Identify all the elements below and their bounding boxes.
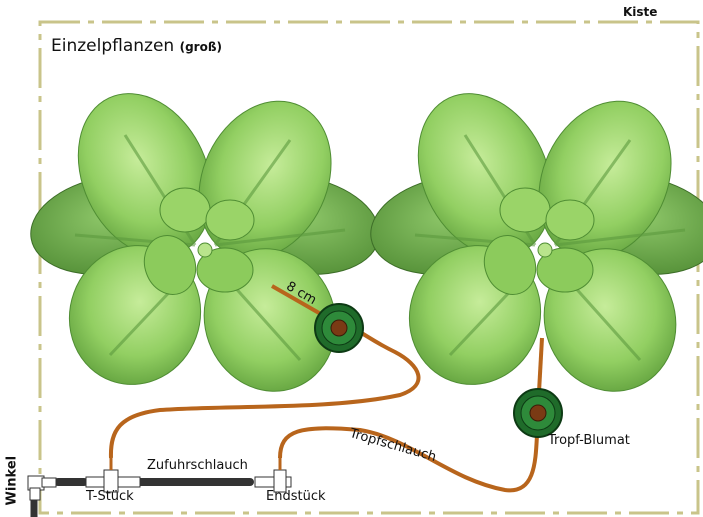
end-piece-label: Endstück [266, 489, 326, 504]
angle-label: Winkel [5, 466, 20, 506]
drip-device-label: Tropf-Blumat [548, 433, 630, 448]
box-label: Kiste [623, 5, 657, 19]
dripper-right [514, 389, 562, 437]
end-piece [255, 458, 291, 492]
plant-left [23, 72, 387, 410]
title-main: Einzelpflanzen [51, 36, 174, 56]
t-piece-label: T-Stück [86, 489, 134, 504]
angle-fitting [28, 476, 56, 517]
diagram-title: Einzelpflanzen (groß) [51, 36, 222, 56]
supply-hose-label: Zufuhrschlauch [147, 458, 248, 473]
t-piece [86, 458, 140, 492]
title-sub: (groß) [180, 40, 222, 54]
plant-right [363, 72, 703, 410]
dripper-left [315, 304, 363, 352]
